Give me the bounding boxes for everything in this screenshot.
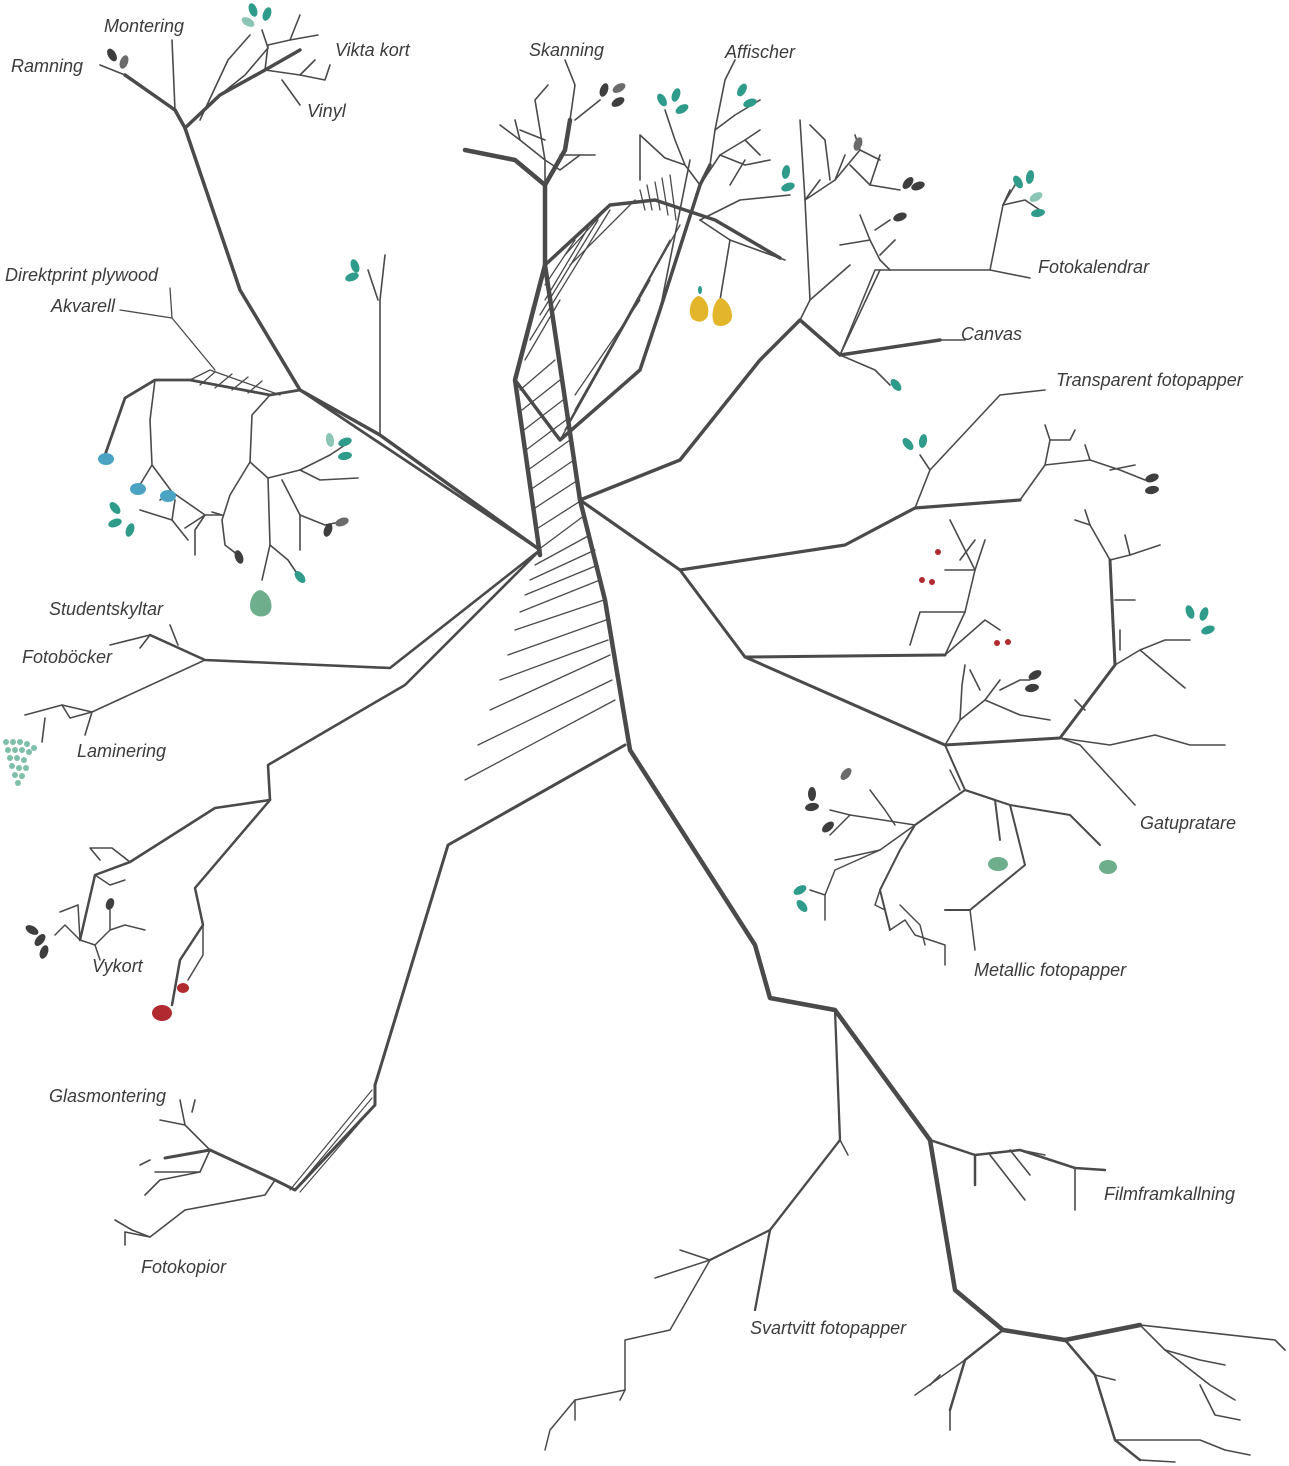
label-canvas: Canvas: [961, 324, 1023, 344]
leaf-cluster: [107, 3, 360, 282]
label-laminering: Laminering: [77, 741, 167, 761]
label-fotokopior: Fotokopior: [141, 1257, 227, 1277]
label-montering: Montering: [104, 16, 185, 36]
label-ramning: Ramning: [11, 56, 84, 76]
label-vinyl: Vinyl: [307, 101, 346, 121]
label-affischer: Affischer: [725, 42, 796, 62]
label-glasmontering: Glasmontering: [49, 1086, 167, 1106]
label-vykort: Vykort: [92, 956, 143, 976]
label-vikta-kort: Vikta kort: [335, 40, 410, 60]
trunk: [462, 117, 1143, 1343]
label-filmframkallning: Filmframkallning: [1104, 1184, 1236, 1204]
grape-cluster: [3, 739, 37, 786]
label-direktprint-plywood: Direktprint plywood: [5, 265, 159, 285]
label-svartvitt-fotopapper: Svartvitt fotopapper: [750, 1318, 907, 1338]
label-akvarell: Akvarell: [51, 296, 116, 316]
label-fotokalendrar: Fotokalendrar: [1038, 257, 1150, 277]
label-transparent-fotopapper: Transparent fotopapper: [1056, 370, 1243, 390]
label-studentskyltar: Studentskyltar: [49, 599, 164, 619]
label-fotobocker: Fotoböcker: [22, 647, 113, 667]
trunk-hatching: [447, 199, 681, 846]
label-gatupratare: Gatupratare: [1140, 813, 1237, 833]
cherries: [919, 549, 1011, 646]
label-skanning: Skanning: [529, 40, 605, 60]
label-metallic-fotopapper: Metallic fotopapper: [974, 960, 1127, 980]
leaves-and-fruits: [3, 3, 1215, 1021]
